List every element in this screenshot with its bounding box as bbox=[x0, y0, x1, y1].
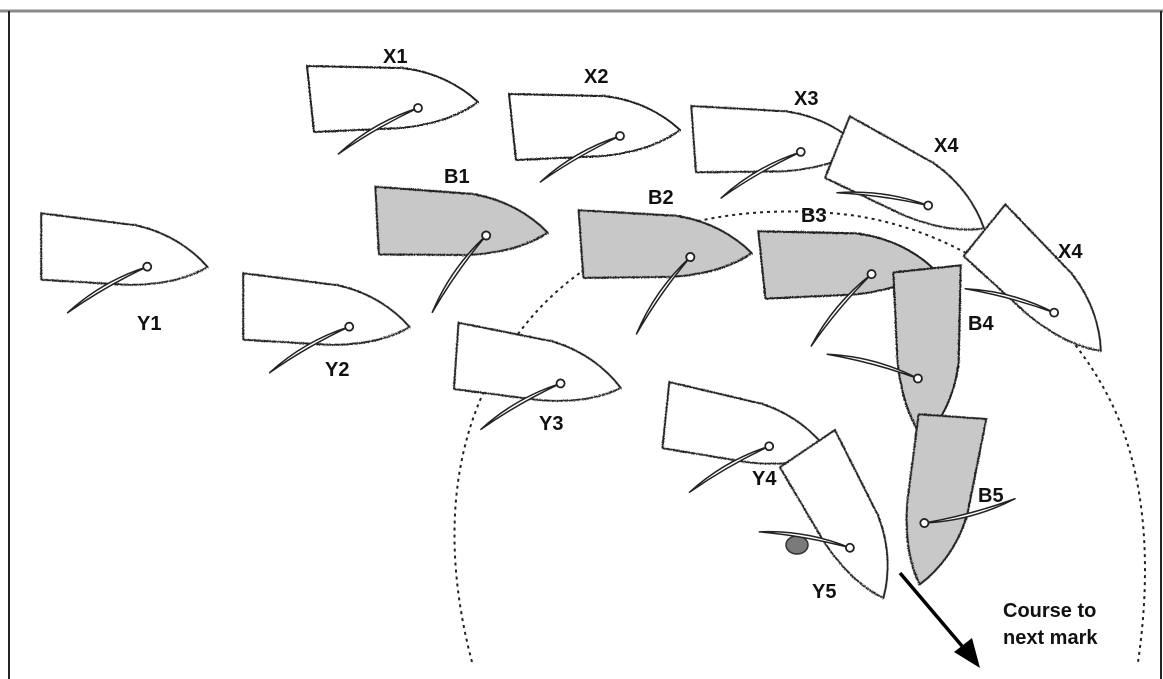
mast-pivot bbox=[344, 321, 355, 332]
boat-icon bbox=[374, 185, 549, 257]
boat-x4b bbox=[962, 203, 1102, 352]
boat-label: B5 bbox=[978, 485, 1004, 507]
course-label-line2: next mark bbox=[1003, 627, 1098, 649]
sail-boom bbox=[480, 382, 562, 431]
boat-label: X4 bbox=[1058, 241, 1083, 263]
boat-icon bbox=[778, 429, 889, 599]
sail-boom bbox=[337, 107, 419, 155]
boat-y3 bbox=[452, 321, 622, 431]
boat-icon bbox=[824, 115, 985, 231]
sail-boom bbox=[836, 191, 929, 207]
mast-pivot bbox=[866, 269, 877, 280]
boat-label: X3 bbox=[794, 88, 818, 110]
sail-boom bbox=[758, 530, 851, 549]
course-label-line1: Course to bbox=[1003, 600, 1096, 622]
sail-boom bbox=[964, 288, 1055, 314]
boat-icon bbox=[905, 413, 988, 586]
frame bbox=[0, 9, 1163, 679]
sail-boom bbox=[268, 325, 350, 374]
boat-label: B4 bbox=[968, 313, 994, 335]
mast-pivot bbox=[1049, 307, 1060, 318]
boat-x3 bbox=[690, 105, 862, 199]
boat-y5 bbox=[758, 429, 889, 599]
boat-icon bbox=[508, 93, 681, 161]
boat-b4 bbox=[826, 264, 962, 441]
boat-label: B1 bbox=[444, 166, 470, 188]
mast-pivot bbox=[413, 103, 423, 113]
boat-label: X1 bbox=[383, 46, 407, 68]
boat-icon bbox=[892, 264, 962, 441]
sail-boom bbox=[923, 497, 1016, 524]
course-arrow-icon bbox=[898, 571, 980, 668]
boat-label: Y1 bbox=[137, 313, 161, 335]
mast-pivot bbox=[764, 441, 775, 452]
mast-pivot bbox=[142, 261, 153, 272]
boat-x2 bbox=[508, 93, 681, 183]
boat-label: B2 bbox=[648, 187, 674, 209]
mast-pivot bbox=[912, 373, 923, 384]
boat-y1 bbox=[40, 212, 209, 314]
boat-icon bbox=[242, 272, 411, 346]
sail-boom bbox=[826, 353, 919, 380]
boat-icon bbox=[962, 203, 1102, 352]
mast-pivot bbox=[795, 147, 806, 157]
boat-label: Y3 bbox=[539, 413, 563, 435]
boat-label: Y2 bbox=[325, 359, 349, 381]
mast-pivot bbox=[919, 518, 930, 529]
boat-x1 bbox=[306, 65, 479, 155]
sail-boom bbox=[539, 135, 621, 183]
boat-label: X2 bbox=[584, 66, 608, 88]
mark-buoy-icon bbox=[785, 535, 809, 555]
boat-icon bbox=[306, 65, 479, 133]
sail-boom bbox=[431, 234, 487, 314]
sail-boom bbox=[635, 256, 692, 335]
boat-x4a bbox=[824, 115, 985, 231]
mast-pivot bbox=[685, 252, 696, 263]
zone-circle bbox=[453, 210, 1146, 663]
boat-label: B3 bbox=[801, 205, 827, 227]
boat-b1 bbox=[374, 185, 549, 314]
boat-icon bbox=[452, 321, 622, 402]
boat-icon bbox=[577, 209, 753, 279]
sail-boom bbox=[810, 273, 873, 347]
sail-boom bbox=[688, 445, 770, 494]
mast-pivot bbox=[923, 200, 934, 211]
boat-icon bbox=[40, 212, 209, 286]
mast-pivot bbox=[845, 542, 855, 553]
boat-label: Y5 bbox=[812, 581, 836, 603]
mast-pivot bbox=[615, 131, 625, 141]
boat-b2 bbox=[577, 209, 753, 335]
mast-pivot bbox=[555, 378, 566, 389]
sail-boom bbox=[66, 265, 148, 314]
boat-label: Y4 bbox=[752, 468, 777, 490]
boat-y2 bbox=[242, 272, 411, 374]
boat-b5 bbox=[905, 413, 1016, 586]
boat-label: X4 bbox=[934, 135, 959, 157]
mast-pivot bbox=[481, 230, 492, 241]
sail-boom bbox=[720, 151, 802, 199]
